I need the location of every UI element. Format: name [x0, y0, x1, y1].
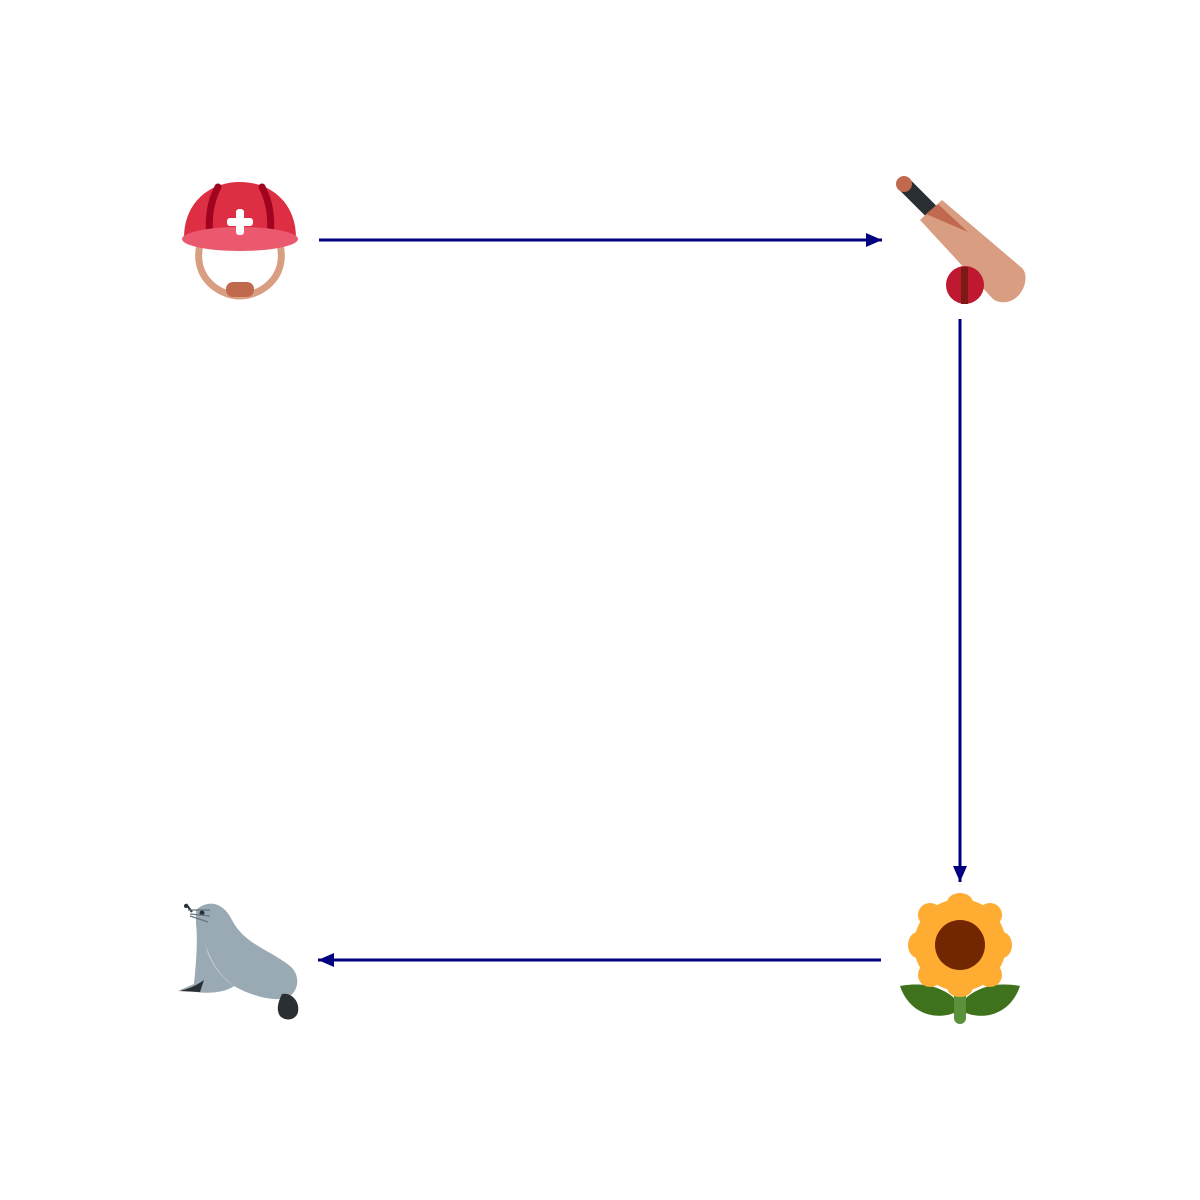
sunflower-icon	[900, 893, 1020, 1024]
cricket-bat-and-ball-icon	[896, 176, 1026, 304]
edges-group	[318, 233, 967, 967]
rescue-worker-helmet-icon	[182, 182, 298, 300]
seal-icon	[178, 903, 299, 1020]
